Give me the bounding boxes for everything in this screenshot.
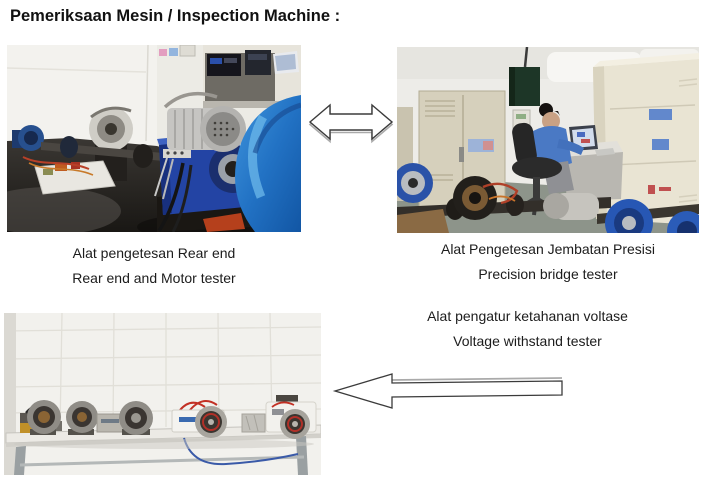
caption-bridge-line1: Alat Pengetesan Jembatan Presisi [440, 241, 655, 257]
photo-precision-bridge-tester [397, 47, 699, 233]
precision-bridge-tester-image [397, 47, 699, 233]
caption-voltage-line1: Alat pengatur ketahanan voltase [427, 308, 628, 324]
photo-voltage-withstand-tester [4, 313, 321, 475]
caption-voltage-withstand-tester: Alat pengatur ketahanan voltase Voltage … [380, 304, 675, 354]
left-arrow-icon [332, 364, 570, 414]
caption-rear-end-line2: Rear end and Motor tester [72, 270, 236, 286]
caption-voltage-line2: Voltage withstand tester [453, 333, 602, 349]
caption-rear-end-line1: Alat pengetesan Rear end [72, 245, 236, 261]
left-right-arrow-icon [308, 101, 394, 144]
photo-rear-end-tester [7, 45, 301, 232]
page-title: Pemeriksaan Mesin / Inspection Machine : [10, 7, 341, 25]
caption-precision-bridge-tester: Alat Pengetesan Jembatan Presisi Precisi… [397, 237, 699, 287]
caption-rear-end-tester: Alat pengetesan Rear end Rear end and Mo… [7, 241, 301, 291]
caption-bridge-line2: Precision bridge tester [478, 266, 618, 282]
rear-end-tester-image [7, 45, 301, 232]
voltage-withstand-tester-image [4, 313, 321, 475]
